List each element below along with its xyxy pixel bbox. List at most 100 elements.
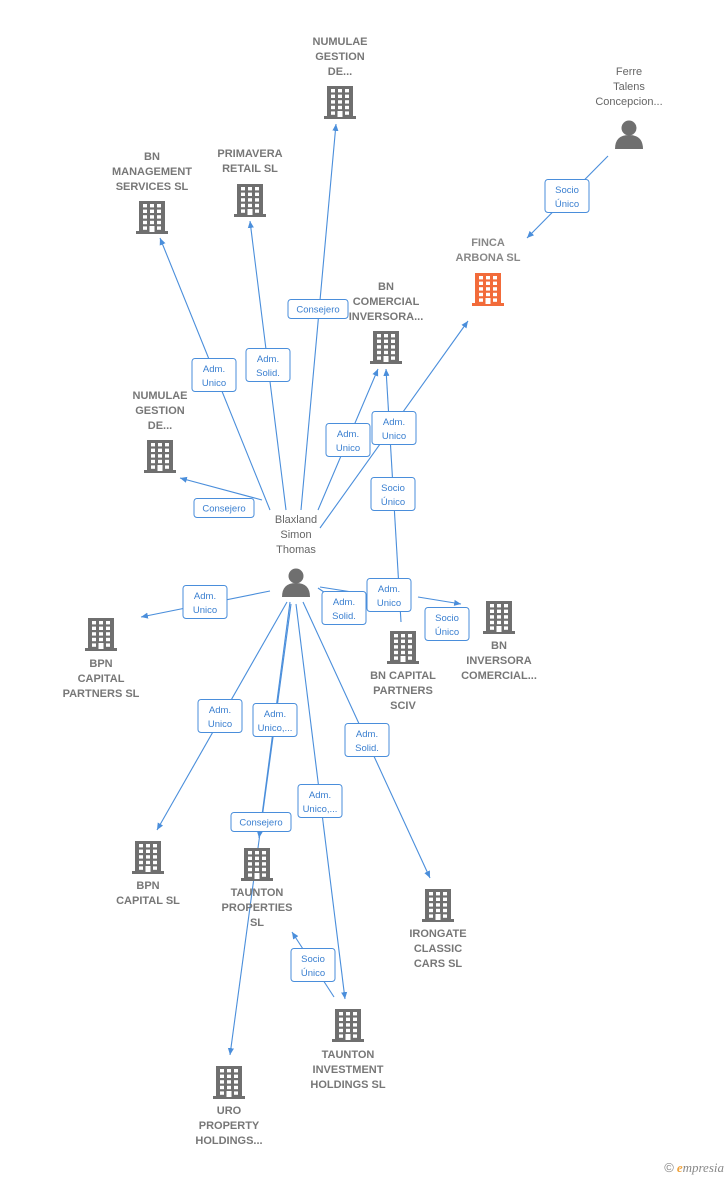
edge-label-box[interactable] xyxy=(287,299,349,319)
edge-label-text: Socio xyxy=(301,954,325,965)
edge-label-text: Unico xyxy=(202,378,226,389)
edge-label-text: Unico xyxy=(377,598,401,609)
building-icon[interactable] xyxy=(387,631,419,664)
building-icon[interactable] xyxy=(332,1009,364,1042)
edge-labels-layer: ConsejeroAdm.Solid.Adm.UnicoSocioÚnicoAd… xyxy=(182,179,590,982)
node-label: BN CAPITAL xyxy=(370,670,436,682)
edge-label-0[interactable]: Consejero xyxy=(287,299,349,319)
node-label: Ferre xyxy=(616,66,642,78)
edge-label-box[interactable] xyxy=(371,411,417,445)
node-uro[interactable]: UROPROPERTYHOLDINGS... xyxy=(195,1066,263,1147)
edge-label-5[interactable]: Adm.Unico xyxy=(325,423,371,457)
building-icon[interactable] xyxy=(132,841,164,874)
building-icon[interactable] xyxy=(234,184,266,217)
edge-label-1[interactable]: Adm.Solid. xyxy=(245,348,291,382)
edge-label-text: Socio xyxy=(435,613,459,624)
edge-label-10[interactable]: Adm.Unico xyxy=(366,578,412,612)
empresia-logo[interactable]: ©empresia xyxy=(664,1160,724,1176)
edge-label-16[interactable]: Adm.Solid. xyxy=(344,723,390,757)
building-icon[interactable] xyxy=(213,1066,245,1099)
edge-label-box[interactable] xyxy=(245,348,291,382)
edge-label-box[interactable] xyxy=(544,179,590,213)
building-icon[interactable] xyxy=(136,201,168,234)
edge-label-text: Solid. xyxy=(332,611,356,622)
node-label: HOLDINGS SL xyxy=(310,1079,385,1091)
edge-label-box[interactable] xyxy=(182,585,228,619)
edge-label-box[interactable] xyxy=(366,578,412,612)
edge-label-box[interactable] xyxy=(197,699,243,733)
edge-label-box[interactable] xyxy=(252,703,298,737)
brand-name: mpresia xyxy=(682,1160,724,1175)
edge-label-box[interactable] xyxy=(424,607,470,641)
building-icon[interactable] xyxy=(483,601,515,634)
edge-label-8[interactable]: Adm.Unico xyxy=(182,585,228,619)
edge-label-text: Adm. xyxy=(383,417,405,428)
edge-blaxland-to-numulae2 xyxy=(179,476,263,501)
person-icon[interactable] xyxy=(282,568,310,598)
node-label: INVESTMENT xyxy=(313,1064,384,1076)
building-icon[interactable] xyxy=(324,86,356,119)
node-numulae1[interactable]: NUMULAEGESTIONDE... xyxy=(313,36,368,119)
node-label: IRONGATE xyxy=(409,928,466,940)
edge-label-13[interactable]: Adm.Unico,... xyxy=(252,703,298,737)
node-numulae2[interactable]: NUMULAEGESTIONDE... xyxy=(133,390,188,473)
edge-label-4[interactable]: Adm.Unico xyxy=(371,411,417,445)
node-label: COMERCIAL xyxy=(353,296,420,308)
node-label: NUMULAE xyxy=(313,36,368,48)
person-icon[interactable] xyxy=(615,120,643,150)
node-label: GESTION xyxy=(135,405,185,417)
edge-label-15[interactable]: Adm.Unico,... xyxy=(297,784,343,818)
edge-label-box[interactable] xyxy=(344,723,390,757)
edge-label-box[interactable] xyxy=(230,812,292,832)
edge-label-box[interactable] xyxy=(290,948,336,982)
node-label: URO xyxy=(217,1105,242,1117)
edge-label-box[interactable] xyxy=(325,423,371,457)
node-bninversora[interactable]: BNINVERSORACOMERCIAL... xyxy=(461,601,537,682)
edge-label-text: Unico xyxy=(336,443,360,454)
edge-label-box[interactable] xyxy=(297,784,343,818)
edge-label-text: Unico xyxy=(193,605,217,616)
node-label: RETAIL SL xyxy=(222,163,278,175)
building-icon[interactable] xyxy=(85,618,117,651)
building-icon[interactable] xyxy=(422,889,454,922)
edge-label-12[interactable]: Adm.Unico xyxy=(197,699,243,733)
node-label: CARS SL xyxy=(414,958,463,970)
node-label: TAUNTON xyxy=(231,887,284,899)
node-ferre[interactable]: FerreTalensConcepcion... xyxy=(595,66,663,150)
edge-label-box[interactable] xyxy=(191,358,237,392)
node-label: PARTNERS SL xyxy=(63,688,140,700)
building-icon[interactable] xyxy=(472,273,504,306)
node-label: BN xyxy=(144,151,160,163)
building-icon[interactable] xyxy=(370,331,402,364)
building-icon[interactable] xyxy=(241,848,273,881)
edge-label-box[interactable] xyxy=(321,591,367,625)
edge-label-9[interactable]: Adm.Solid. xyxy=(321,591,367,625)
node-label: SL xyxy=(250,917,264,929)
edge-label-14[interactable]: Consejero xyxy=(230,812,292,832)
node-label: FINCA xyxy=(471,237,505,249)
node-label: SCIV xyxy=(390,700,416,712)
node-label: INVERSORA... xyxy=(349,311,424,323)
node-bncomercial[interactable]: BNCOMERCIALINVERSORA... xyxy=(349,281,424,364)
building-icon[interactable] xyxy=(144,440,176,473)
edge-label-7[interactable]: Consejero xyxy=(193,498,255,518)
edge-label-box[interactable] xyxy=(370,477,416,511)
edge-label-text: Adm. xyxy=(257,354,279,365)
edge-label-box[interactable] xyxy=(193,498,255,518)
edge-label-2[interactable]: Adm.Unico xyxy=(191,358,237,392)
